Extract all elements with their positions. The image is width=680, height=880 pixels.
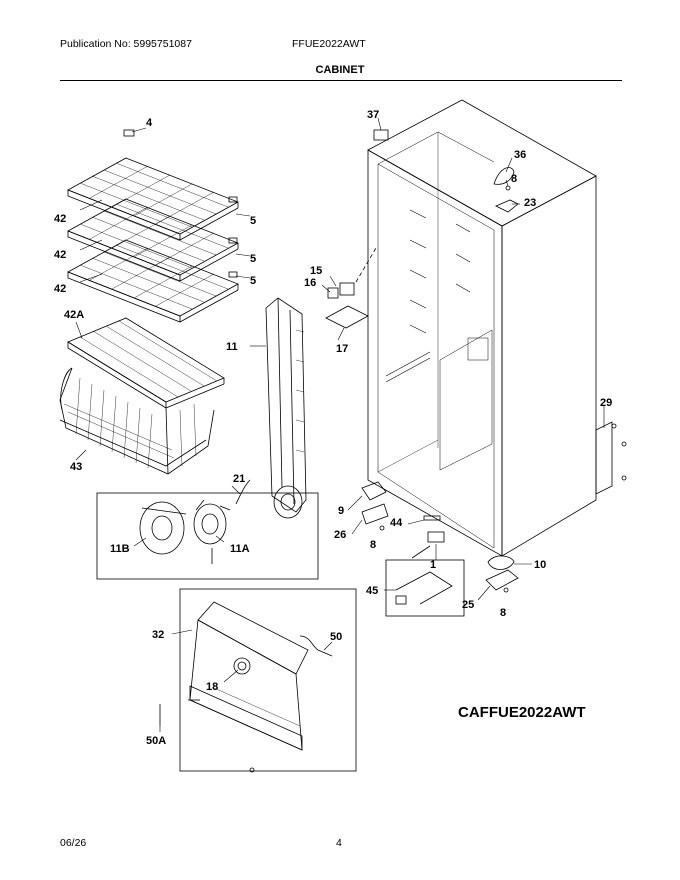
basket-shelf-42a xyxy=(67,317,225,409)
callout-11a: 11A xyxy=(230,543,250,555)
callout-44: 44 xyxy=(390,517,403,529)
callout-36: 36 xyxy=(514,149,526,161)
publication-number: Publication No: 5995751087 xyxy=(60,38,192,50)
part-29 xyxy=(595,421,627,495)
callout-50a: 50A xyxy=(146,735,166,747)
callout-15: 15 xyxy=(310,265,322,277)
tube-50 xyxy=(299,635,333,657)
harness-21 xyxy=(235,479,251,505)
callout-1: 1 xyxy=(430,559,436,571)
part-44 xyxy=(423,515,441,521)
callout-5-top: 5 xyxy=(250,215,256,227)
leader-15-16 xyxy=(355,247,377,283)
callout-29: 29 xyxy=(600,397,612,409)
grille-detail-box xyxy=(179,588,357,772)
callout-21: 21 xyxy=(233,473,245,485)
callout-16: 16 xyxy=(304,277,316,289)
callout-4: 4 xyxy=(146,117,153,129)
callout-8-left: 8 xyxy=(370,539,376,551)
callout-8-top: 8 xyxy=(511,173,517,185)
callout-42-mid: 42 xyxy=(54,249,66,261)
fan-detail-box xyxy=(96,492,319,580)
callout-5-bottom: 5 xyxy=(250,275,256,287)
screw-8-left xyxy=(379,525,385,531)
model-number: FFUE2022AWT xyxy=(292,38,366,50)
fan-cover-11b xyxy=(139,501,187,555)
callout-8-right: 8 xyxy=(500,607,506,619)
part-9 xyxy=(361,481,387,501)
shelf-2 xyxy=(67,198,239,282)
basket-43 xyxy=(59,367,215,475)
leader-1-45 xyxy=(411,545,431,559)
callout-42a: 42A xyxy=(64,309,84,321)
callout-5-mid: 5 xyxy=(250,253,256,265)
callout-10: 10 xyxy=(534,559,546,571)
callout-11: 11 xyxy=(226,341,238,353)
callout-45: 45 xyxy=(366,585,378,597)
evaporator-cover-11 xyxy=(265,297,307,519)
fan-motor-11a xyxy=(193,499,231,564)
callout-9: 9 xyxy=(338,505,344,517)
section-title: CABINET xyxy=(315,64,365,76)
hinge-25 xyxy=(485,569,519,591)
part-15 xyxy=(339,282,355,296)
hinge-26 xyxy=(361,503,389,525)
screw-8-top xyxy=(505,185,511,191)
part-10 xyxy=(487,555,515,570)
clip-5c xyxy=(228,271,238,278)
callout-23: 23 xyxy=(524,197,536,209)
screw-bottom xyxy=(249,767,255,773)
harness-detail-box xyxy=(385,559,465,617)
callout-37: 37 xyxy=(367,109,379,121)
part-1 xyxy=(427,531,445,543)
screw-8-right xyxy=(503,587,509,593)
callout-26: 26 xyxy=(334,529,346,541)
callout-32: 32 xyxy=(152,629,164,641)
callout-18: 18 xyxy=(206,681,218,693)
part-36 xyxy=(493,167,515,185)
callout-50: 50 xyxy=(330,631,342,643)
hinge-23 xyxy=(495,199,519,213)
diagram-code: CAFFUE2022AWT xyxy=(458,704,586,721)
cabinet-shell xyxy=(367,99,597,557)
header-rule xyxy=(60,80,622,81)
shelf-1 xyxy=(67,157,239,241)
harness-45 xyxy=(395,571,453,605)
grille-32 xyxy=(188,601,309,751)
callout-42-top: 42 xyxy=(54,213,66,225)
harness-45-plug xyxy=(395,595,407,605)
clip-5b xyxy=(228,237,238,244)
clip-5a xyxy=(228,196,238,203)
callout-25: 25 xyxy=(462,599,474,611)
cover-17 xyxy=(325,305,369,329)
clip-4 xyxy=(123,129,135,137)
callout-11b: 11B xyxy=(110,543,130,555)
callout-42-bottom: 42 xyxy=(54,283,66,295)
shelf-3 xyxy=(67,239,239,323)
footer-page-number: 4 xyxy=(336,837,342,849)
part-16 xyxy=(327,287,339,299)
part-37 xyxy=(373,129,389,141)
callout-17: 17 xyxy=(336,343,348,355)
footer-date: 06/26 xyxy=(60,837,87,849)
callout-43: 43 xyxy=(70,461,82,473)
